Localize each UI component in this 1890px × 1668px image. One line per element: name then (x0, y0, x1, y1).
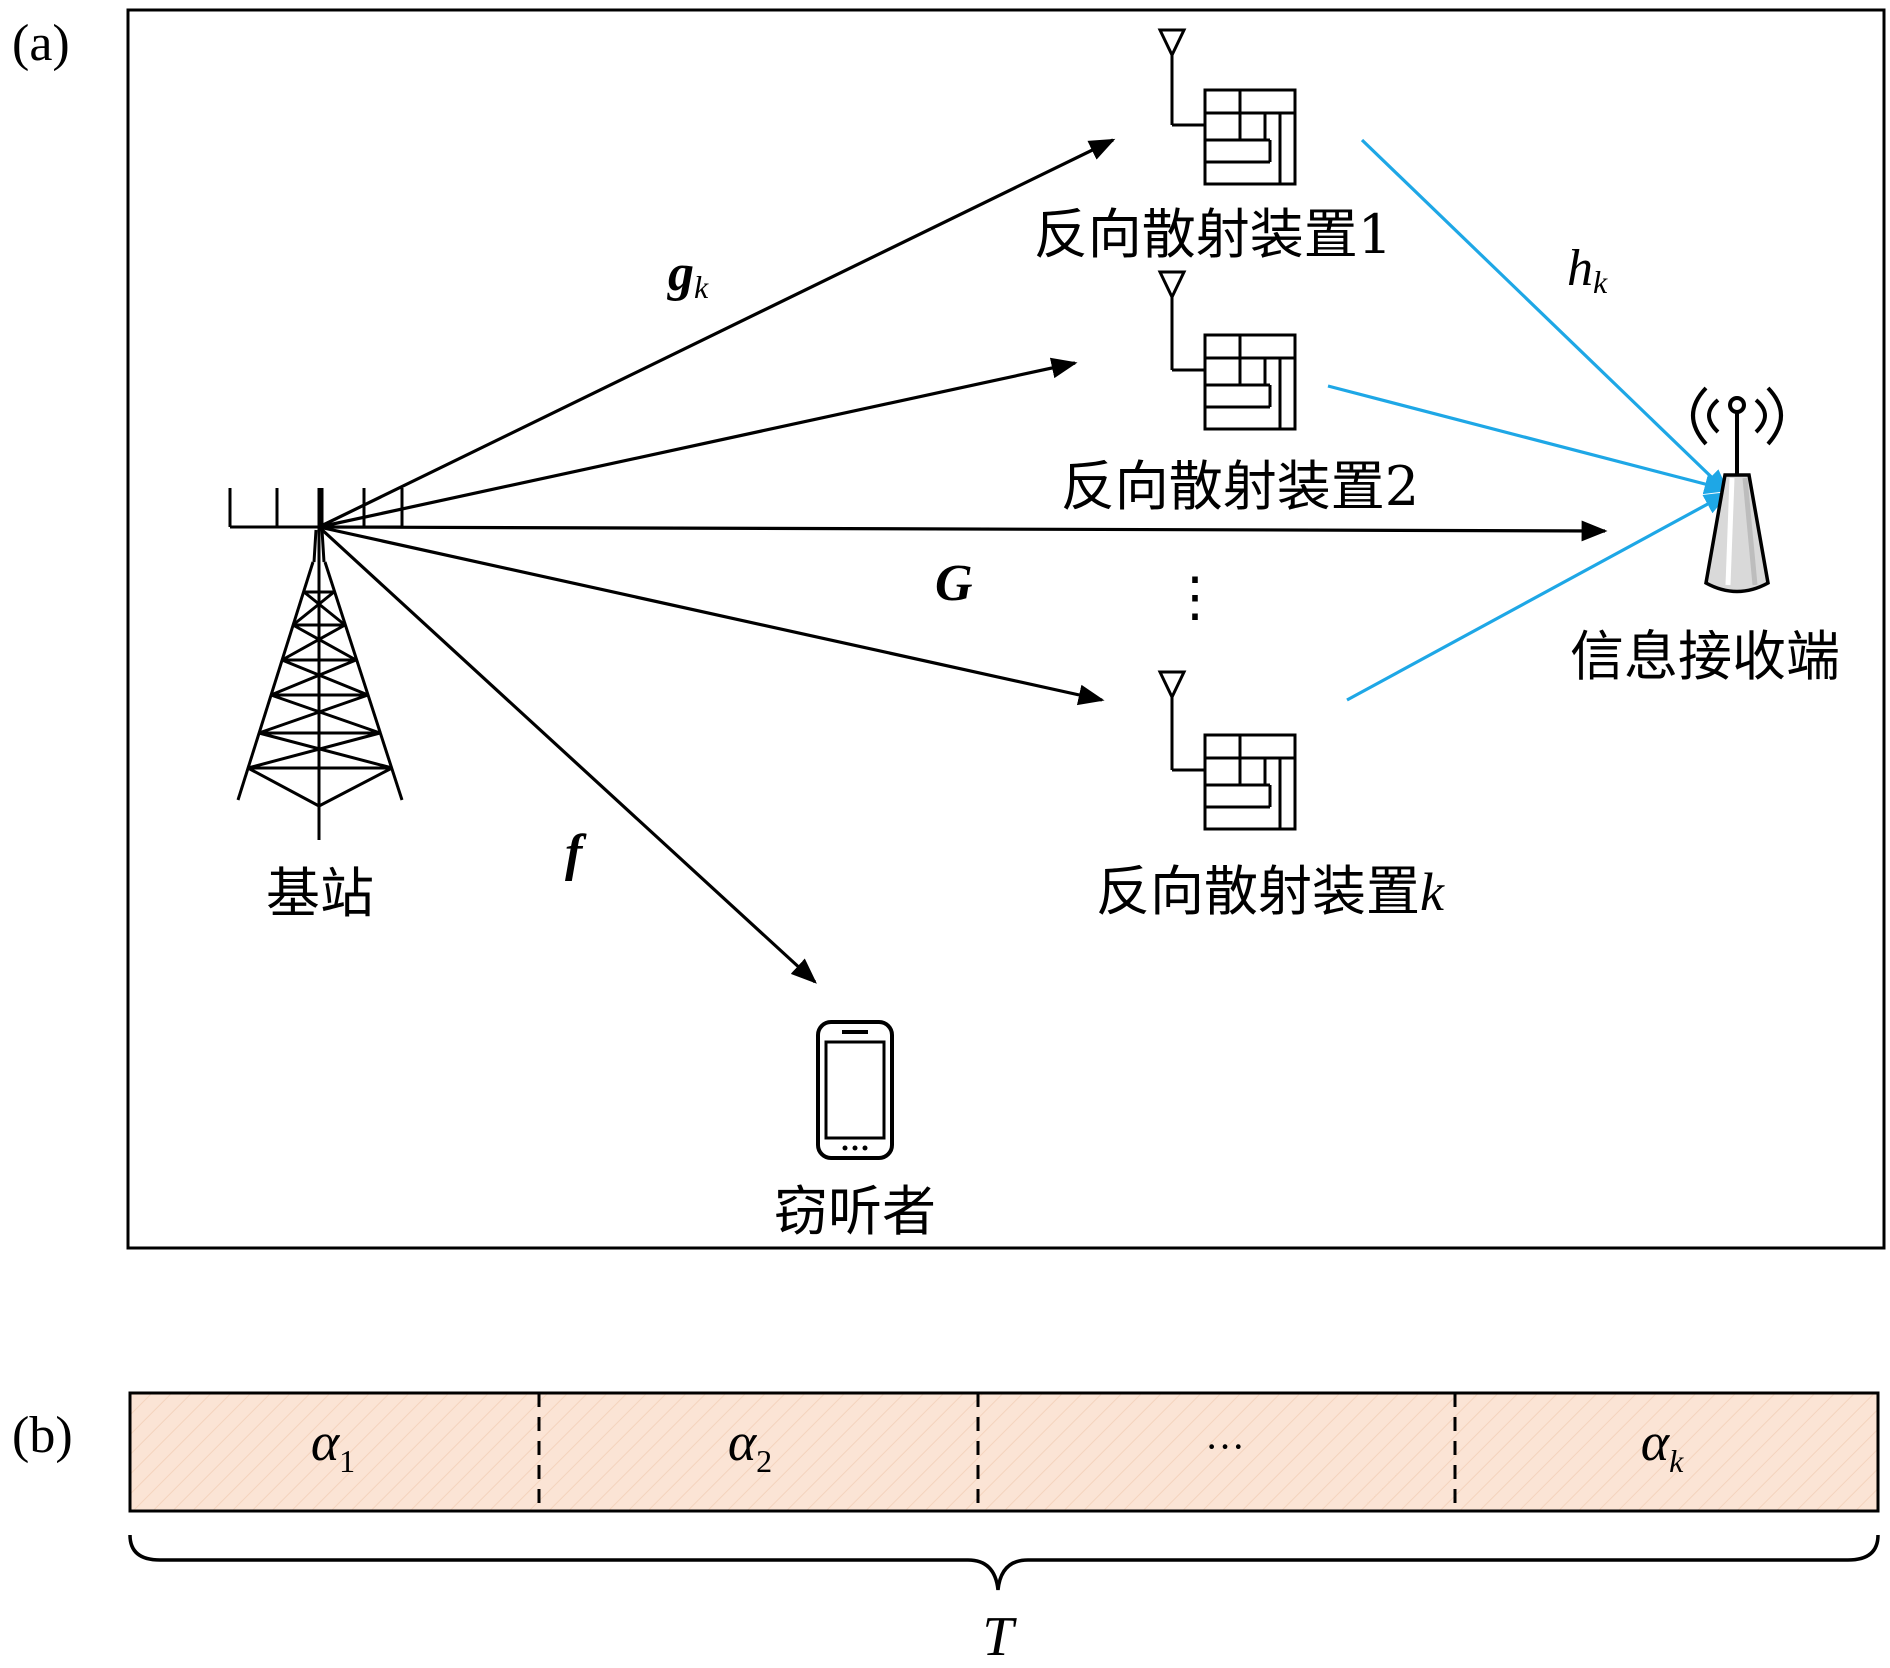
channel-h-label: hk (1567, 240, 1608, 300)
channel-g-sub: k (694, 269, 709, 305)
channel-g-symbol: g (667, 245, 694, 302)
link-h-device-k (1346, 491, 1731, 702)
panel-a-frame (126, 8, 1886, 1250)
total-duration-brace (128, 1534, 1880, 1591)
eavesdropper-phone-icon (816, 1020, 894, 1160)
channel-h-sub: k (1593, 264, 1608, 300)
device-k-label-index: k (1420, 862, 1445, 922)
slot-k-sub: k (1669, 1443, 1684, 1479)
vertical-ellipsis: ⋮ (1168, 565, 1222, 628)
total-duration-label: T (982, 1606, 1017, 1668)
backscatter-device-2-icon (1157, 270, 1297, 431)
slot-2-label: α2 (728, 1412, 772, 1479)
slot-1-label: α1 (311, 1412, 355, 1479)
bs-links (317, 138, 1608, 984)
receiver-antenna-icon (1691, 386, 1783, 594)
panel-a-label: (a) (12, 15, 70, 72)
time-frame-bar (128, 1391, 1880, 1513)
base-station-label: 基站 (266, 862, 374, 925)
backscatter-device-k-icon (1157, 670, 1297, 831)
channel-f-label: f (565, 825, 587, 882)
channel-G-label: G (935, 555, 973, 612)
link-f-to-eavesdropper (317, 525, 817, 984)
backscatter-device-2-label: 反向散射装置2 (1061, 455, 1419, 518)
reflect-links (1327, 138, 1731, 702)
slot-2-symbol: α (728, 1412, 758, 1472)
slot-1-symbol: α (311, 1412, 341, 1472)
channel-h-symbol: h (1567, 240, 1593, 297)
slot-2-sub: 2 (756, 1443, 772, 1479)
link-to-device-2 (318, 357, 1078, 529)
slot-k-symbol: α (1641, 1412, 1671, 1472)
link-h-device-2 (1327, 384, 1731, 495)
slot-k-label: αk (1641, 1412, 1684, 1479)
link-G-to-receiver (318, 520, 1608, 542)
device-k-label-text: 反向散射装置 (1096, 860, 1420, 923)
backscatter-device-k-label: 反向散射装置k (1096, 860, 1445, 923)
slot-ellipsis: ··· (1205, 1424, 1245, 1469)
backscatter-device-1-label: 反向散射装置1 (1034, 203, 1392, 266)
channel-g-label: gk (667, 245, 709, 305)
base-station-tower-icon (228, 488, 404, 840)
link-to-device-1 (318, 138, 1116, 529)
link-to-device-k (318, 525, 1105, 706)
backscatter-device-1-icon (1157, 28, 1297, 186)
eavesdropper-label: 窃听者 (774, 1180, 936, 1243)
slot-1-sub: 1 (339, 1443, 355, 1479)
link-h-device-1 (1360, 138, 1730, 495)
panel-b-label: (b) (12, 1407, 73, 1464)
receiver-label: 信息接收端 (1570, 625, 1840, 688)
